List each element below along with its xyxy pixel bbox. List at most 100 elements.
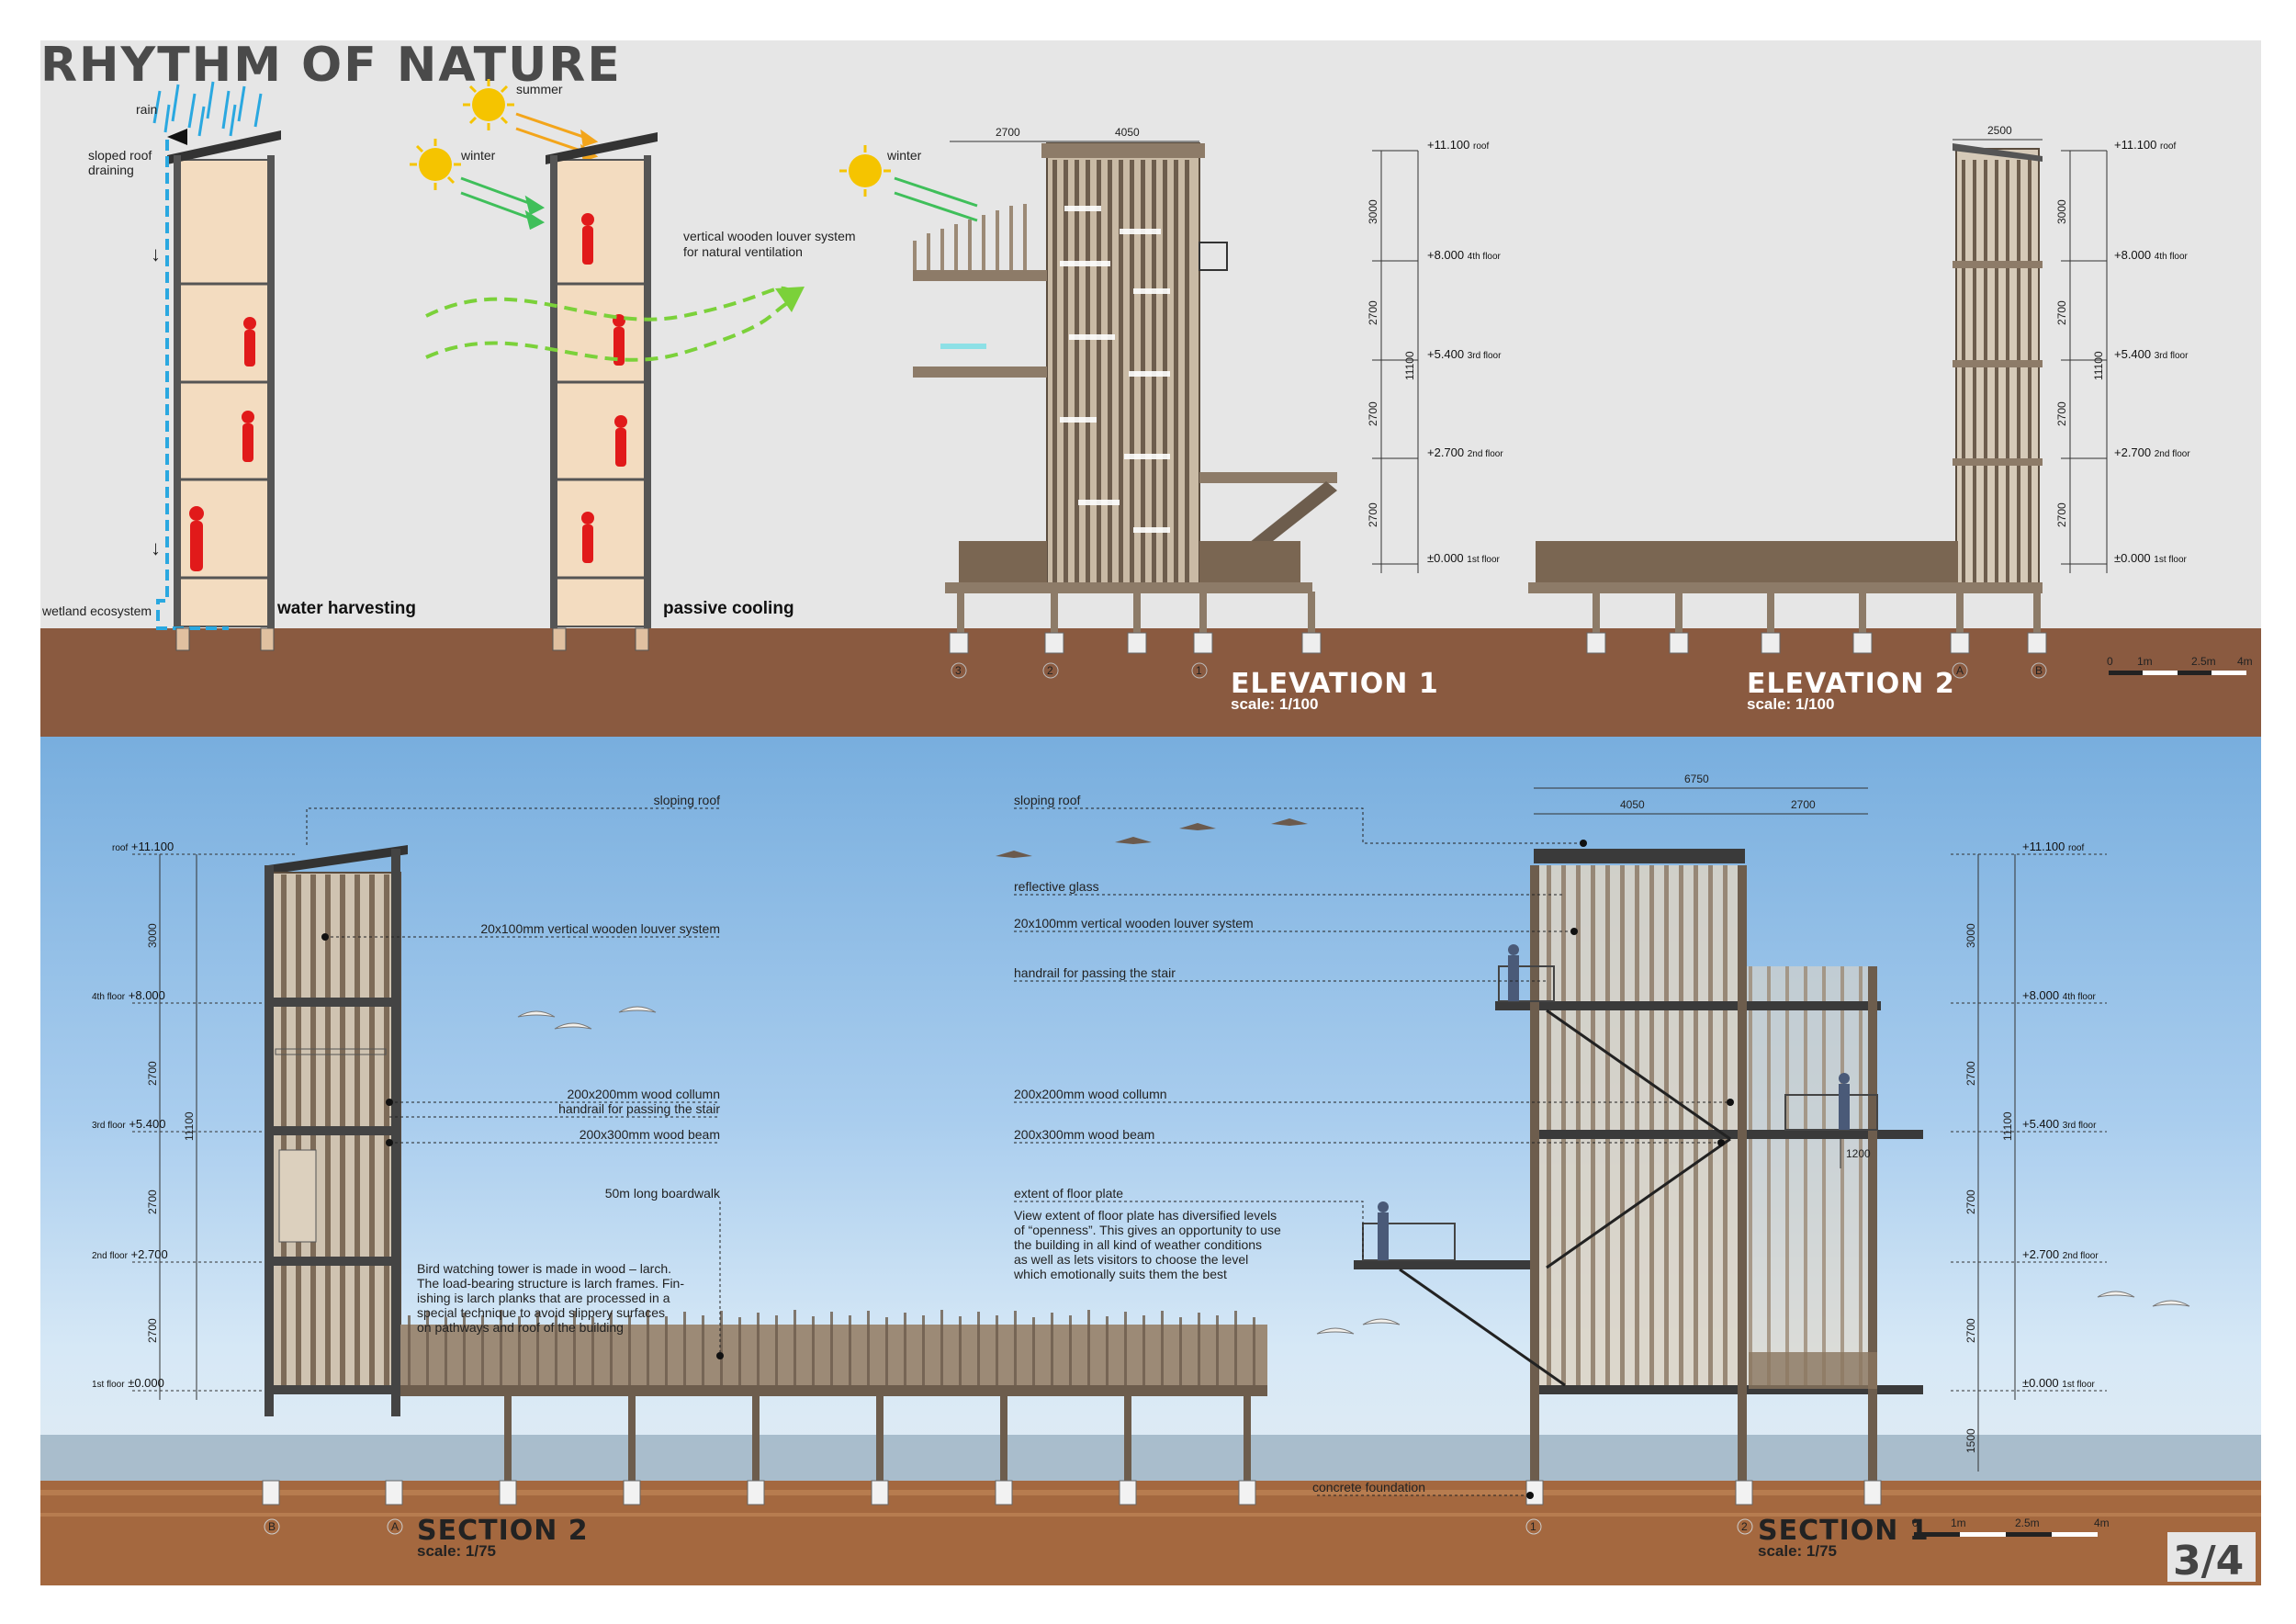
svg-text:11100: 11100 — [2092, 351, 2105, 380]
page-title: RHYTHM OF NATURE — [40, 40, 622, 93]
svg-text:2700: 2700 — [2055, 401, 2068, 426]
elev1-levels: +11.100 roof +8.000 4th floor +5.400 3rd… — [1367, 138, 1503, 573]
soil-band — [40, 1481, 2261, 1585]
bottom-drawing: roof +11.100 4th floor +8.000 3rd floor … — [40, 773, 2261, 1585]
svg-text:2nd floor +2.700: 2nd floor +2.700 — [92, 1247, 168, 1261]
svg-text:+5.400 3rd floor: +5.400 3rd floor — [2114, 347, 2189, 361]
svg-text:±0.000 1st floor: ±0.000 1st floor — [1427, 551, 1501, 565]
winter-label: winter — [460, 148, 496, 163]
sec2-callout-louver: 20x100mm vertical wooden louver system — [480, 921, 720, 936]
elev2-levels: +11.100 roof +8.000 4th floor +5.400 3rd… — [2055, 138, 2190, 573]
sec1-callout-louver: 20x100mm vertical wooden louver system — [1014, 916, 1254, 930]
svg-text:2700: 2700 — [1964, 1190, 1977, 1214]
elev2-top-dim: 2500 — [1987, 124, 2012, 137]
svg-text:3000: 3000 — [2055, 199, 2068, 224]
sec1-levels: +11.100 roof +8.000 4th floor +5.400 3rd… — [1951, 840, 2107, 1472]
section-1-drawing: 6750 4050 2700 — [1013, 773, 2107, 1560]
svg-text:2700: 2700 — [1367, 300, 1379, 325]
sec1-description-line1: View extent of floor plate has diversifi… — [1014, 1208, 1277, 1223]
elevation-1-caption: ELEVATION 1 — [1231, 668, 1439, 700]
svg-text:2700: 2700 — [1964, 1061, 1977, 1086]
svg-text:1st floor ±0.000: 1st floor ±0.000 — [92, 1376, 164, 1390]
svg-text:2700: 2700 — [146, 1061, 159, 1086]
elev1-dim-a: 2700 — [996, 126, 1020, 139]
elevation-winter-label: winter — [886, 148, 922, 163]
svg-text:0: 0 — [1912, 1517, 1919, 1529]
elev1-dim-b: 4050 — [1115, 126, 1140, 139]
water-harvesting-caption: water harvesting — [276, 599, 416, 618]
svg-text:2700: 2700 — [2055, 502, 2068, 527]
sec2-callout-column: 200x200mm wood collumn — [567, 1087, 720, 1101]
winter-rays-icon — [460, 176, 546, 231]
sec2-axis-b: B — [268, 1520, 276, 1533]
elevation-2-caption: ELEVATION 2 — [1747, 668, 1955, 700]
sec1-callout-glass: reflective glass — [1014, 879, 1099, 894]
svg-text:2700: 2700 — [146, 1190, 159, 1214]
axis-b: B — [2035, 664, 2043, 677]
svg-text:+5.400 3rd floor: +5.400 3rd floor — [1427, 347, 1502, 361]
elevation-1-scale: scale: 1/100 — [1231, 695, 1318, 713]
visitor-figures — [1378, 944, 1850, 1260]
svg-text:2.5m: 2.5m — [2191, 655, 2216, 668]
svg-text:2700: 2700 — [146, 1318, 159, 1343]
svg-text:+2.700 2nd floor: +2.700 2nd floor — [2114, 445, 2190, 459]
sec1-description-line5: which emotionally suits them the best — [1013, 1267, 1227, 1281]
svg-text:3000: 3000 — [146, 923, 159, 948]
svg-text:+11.100 roof: +11.100 roof — [1427, 138, 1489, 152]
sec2-description-line4: special technique to avoid slippery surf… — [417, 1305, 665, 1320]
sec1-callout-handrail: handrail for passing the stair — [1014, 965, 1176, 980]
cranes-icon — [996, 818, 1308, 858]
svg-text:11100: 11100 — [1403, 351, 1416, 380]
axis-1: 1 — [1196, 664, 1202, 677]
person-figures — [189, 317, 256, 571]
svg-text:2.5m: 2.5m — [2015, 1517, 2040, 1529]
ventilation-arrows-icon — [425, 286, 795, 362]
sec1-callout-column: 200x200mm wood collumn — [1014, 1087, 1167, 1101]
rain-label: rain — [136, 102, 157, 117]
axis-2: 2 — [1047, 664, 1053, 677]
svg-text:3000: 3000 — [1964, 923, 1977, 948]
svg-text:↓: ↓ — [151, 242, 161, 265]
sec1-dim-b: 2700 — [1791, 798, 1816, 811]
sec1-description-line3: the building in all kind of weather cond… — [1014, 1237, 1262, 1252]
stair-icon — [1399, 1009, 1731, 1387]
sec1-callout-foundation: concrete foundation — [1312, 1480, 1425, 1494]
svg-text:0: 0 — [2107, 655, 2113, 668]
axis-a: A — [1956, 664, 1964, 677]
svg-text:+5.400 3rd floor: +5.400 3rd floor — [2022, 1117, 2097, 1131]
passive-cooling-diagram: summer winter — [410, 79, 856, 651]
sec1-axis-1: 1 — [1530, 1520, 1536, 1533]
axis-3: 3 — [955, 664, 962, 677]
svg-text:1500: 1500 — [1964, 1428, 1977, 1453]
sec1-description-line2: of “openness”. This gives an opportunity… — [1014, 1223, 1281, 1237]
sec2-description-line5: on pathways and roof of the building — [417, 1320, 624, 1335]
page-number: 3/4 — [2173, 1538, 2244, 1585]
sec1-side-dim: 1200 — [1846, 1147, 1871, 1160]
elevation-1-drawing: winter 2700 4050 — [839, 126, 1503, 713]
svg-text:1m: 1m — [2137, 655, 2153, 668]
svg-text:4m: 4m — [2237, 655, 2253, 668]
sec1-axis-2: 2 — [1741, 1520, 1748, 1533]
sec1-callout-beam: 200x300mm wood beam — [1014, 1127, 1154, 1142]
svg-text:3000: 3000 — [1367, 199, 1379, 224]
sec2-callout-handrail: handrail for passing the stair — [558, 1101, 720, 1116]
svg-text:+8.000 4th floor: +8.000 4th floor — [1427, 248, 1502, 262]
svg-text:+2.700 2nd floor: +2.700 2nd floor — [2022, 1247, 2099, 1261]
sec2-callout-boardwalk: 50m long boardwalk — [605, 1186, 721, 1201]
sec2-axis-a: A — [391, 1520, 399, 1533]
bottom-panel: roof +11.100 4th floor +8.000 3rd floor … — [40, 737, 2261, 1585]
sec2-callout-beam: 200x300mm wood beam — [580, 1127, 720, 1142]
svg-text:4m: 4m — [2094, 1517, 2110, 1529]
sec2-description-line1: Bird watching tower is made in wood – la… — [417, 1261, 671, 1276]
svg-text:+2.700 2nd floor: +2.700 2nd floor — [1427, 445, 1503, 459]
svg-text:4th floor +8.000: 4th floor +8.000 — [92, 988, 165, 1002]
section-1-caption: SECTION 1 — [1758, 1515, 1930, 1547]
sec2-description-line3: ishing is larch planks that are processe… — [417, 1291, 670, 1305]
summer-label: summer — [516, 82, 563, 96]
svg-text:11100: 11100 — [2001, 1111, 2014, 1141]
sec1-dim-a: 4050 — [1620, 798, 1645, 811]
